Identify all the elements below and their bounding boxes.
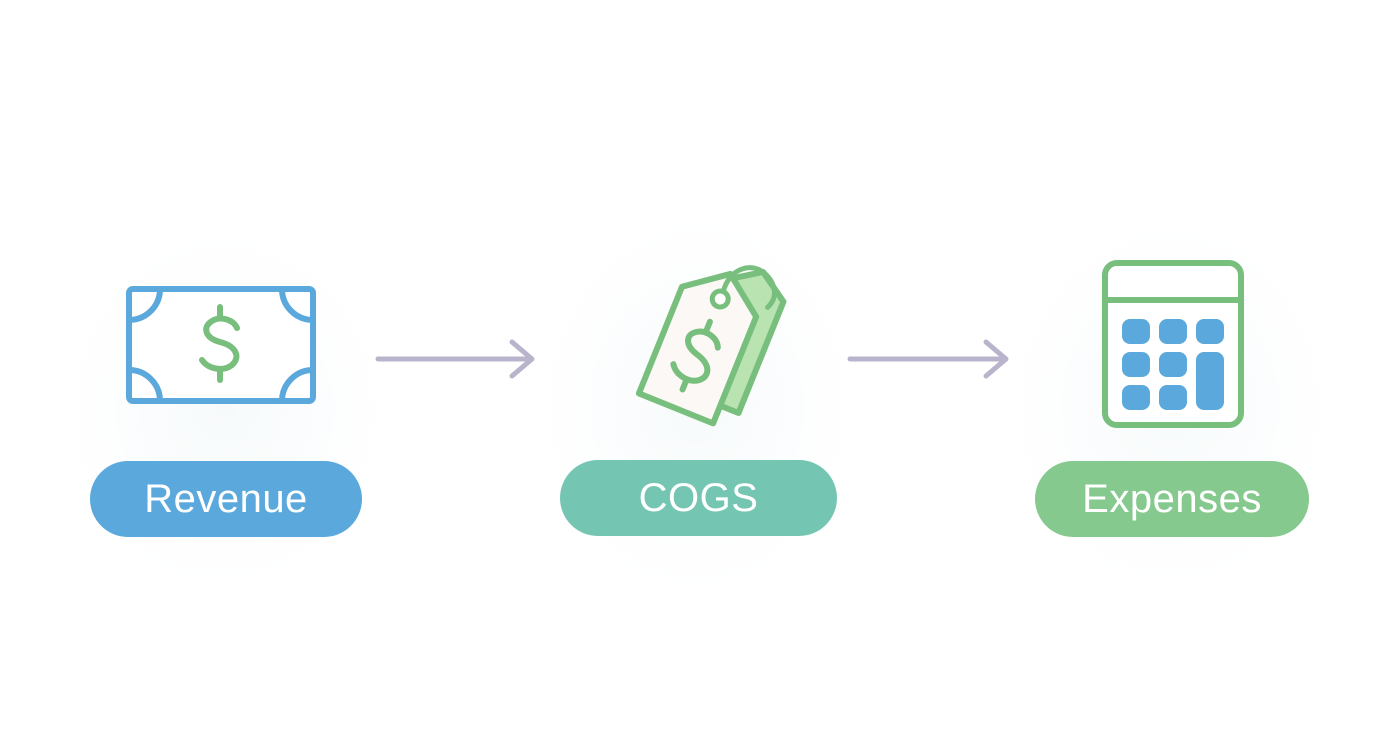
calculator-icon <box>1102 260 1244 428</box>
dollar-sign-icon <box>199 304 240 383</box>
flow-arrow-cogs-to-expenses <box>847 339 1009 379</box>
cogs-label: COGS <box>560 460 837 536</box>
expenses-label: Expenses <box>1035 461 1309 537</box>
cash-bill-icon <box>126 286 316 404</box>
price-tag-icon <box>635 265 787 427</box>
revenue-label: Revenue <box>90 461 362 537</box>
flow-arrow-revenue-to-cogs <box>375 339 535 379</box>
